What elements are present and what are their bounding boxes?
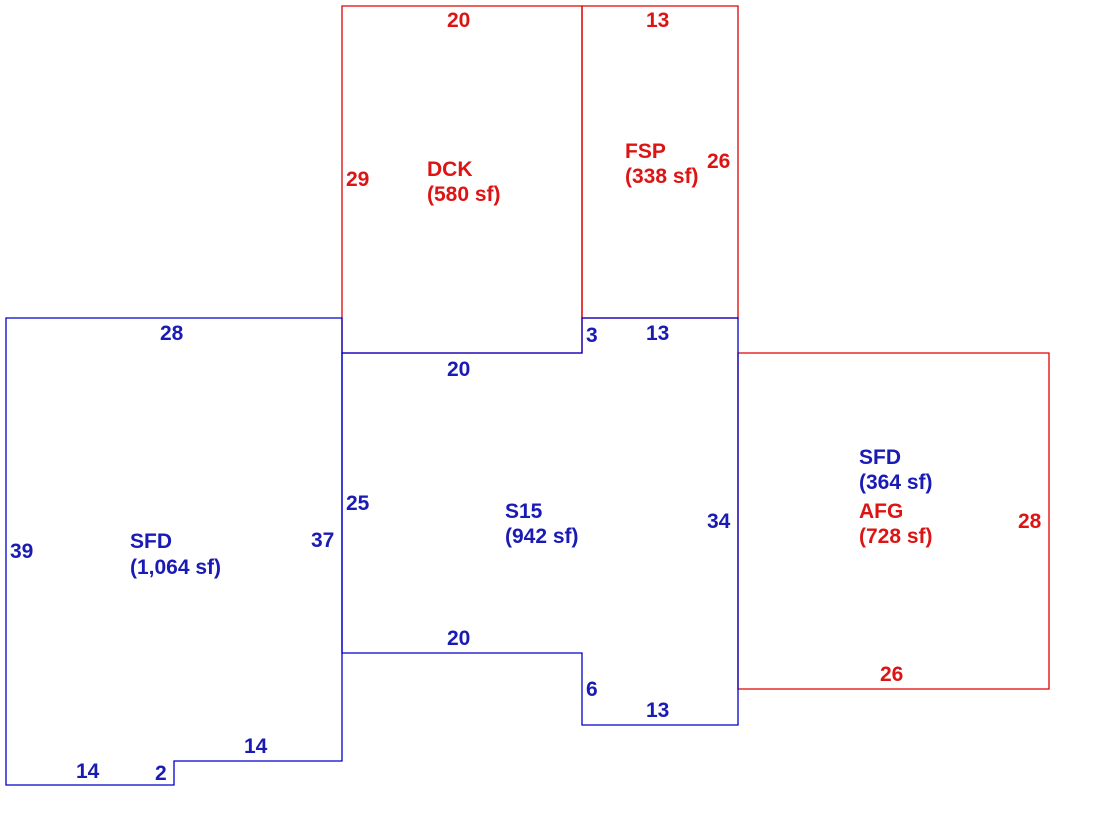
fsp-area: (338 sf)	[625, 165, 699, 188]
dim-sfd-notch-height: 2	[155, 762, 167, 785]
sfd-main-outline	[5, 317, 343, 786]
s15-outline	[341, 317, 739, 726]
sfd-upper-code: SFD	[859, 446, 901, 469]
dim-sfd-bottom: 14	[76, 760, 100, 783]
dck-area: (580 sf)	[427, 183, 501, 206]
dim-sfd-right: 37	[311, 529, 334, 552]
dim-s15-bottom-right: 13	[646, 699, 669, 722]
dim-s15-notch: 6	[586, 678, 598, 701]
dim-sfd-notch-top: 14	[244, 735, 268, 758]
s15-area: (942 sf)	[505, 525, 579, 548]
dim-s15-right: 34	[707, 510, 731, 533]
dim-sfd-left: 39	[10, 540, 33, 563]
afg-area: (728 sf)	[859, 525, 933, 548]
dim-s15-top: 20	[447, 358, 470, 381]
s15-code: S15	[505, 500, 543, 523]
sfd-main-area: (1,064 sf)	[130, 556, 221, 579]
afg-code: AFG	[859, 500, 903, 523]
dck-code: DCK	[427, 158, 473, 181]
fsp-code: FSP	[625, 140, 666, 163]
sfd-upper-area: (364 sf)	[859, 471, 933, 494]
dim-afg-right: 28	[1018, 510, 1042, 533]
dim-dck-top: 20	[447, 9, 470, 32]
dim-s15-left: 25	[346, 492, 370, 515]
dim-fsp-top: 13	[646, 9, 669, 32]
dim-fsp-right: 26	[707, 150, 730, 173]
dim-s15-top-right: 13	[646, 322, 669, 345]
dim-dck-left: 29	[346, 168, 369, 191]
dim-afg-bottom: 26	[880, 663, 903, 686]
sfd-main-code: SFD	[130, 530, 172, 553]
dim-s15-step: 3	[586, 324, 598, 347]
dim-s15-bottom: 20	[447, 627, 470, 650]
dim-sfd-top: 28	[160, 322, 184, 345]
